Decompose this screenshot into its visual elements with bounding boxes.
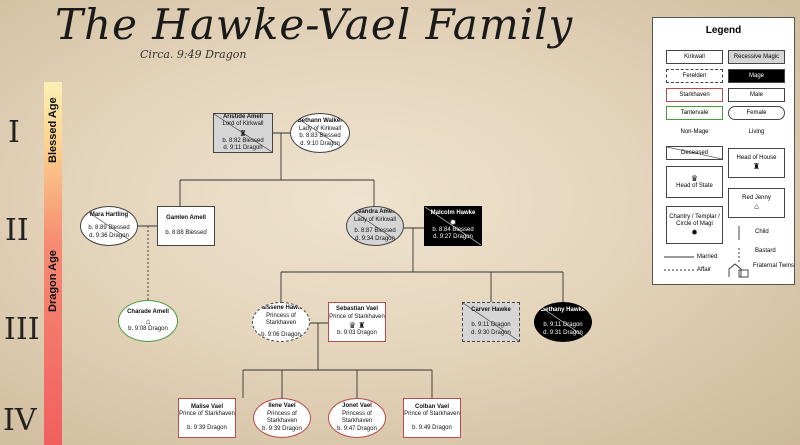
- generation-label-2: II: [5, 213, 29, 248]
- legend-kirkwall: Kirkwall: [666, 50, 723, 64]
- legend-starkhaven: Starkhaven: [666, 88, 723, 102]
- person-mara-hartling[interactable]: Mara Hartling b. 8:89 Blessed d. 9:36 Dr…: [80, 206, 138, 246]
- legend-living: Living: [728, 125, 785, 139]
- person-malise-vael[interactable]: Malise Vael Prince of Starkhaven b. 9:39…: [178, 398, 236, 438]
- crown-icon: ♛: [690, 174, 699, 183]
- legend-recessive-magic: Recessive Magic: [728, 50, 785, 64]
- legend-deceased: Deceased: [666, 146, 723, 160]
- legend-red-jenny: Red Jenny ⌂: [728, 188, 785, 218]
- page-subtitle: Circa. 9:49 Dragon: [140, 48, 247, 61]
- legend-affair: Affair: [697, 267, 711, 273]
- red-jenny-icon: ⌂: [145, 316, 151, 326]
- crown-icon: ♛: [348, 321, 356, 331]
- legend-male: Male: [728, 88, 785, 102]
- generation-label-4: IV: [3, 403, 37, 438]
- person-ilene-vael[interactable]: Ilene Vael Princess of Starkhaven b. 9:3…: [253, 398, 311, 438]
- person-aristide-amell[interactable]: Aristide Amell Lord of Kirkwall ♜ b. 8:8…: [213, 113, 273, 153]
- legend-ferelden: Ferelden: [666, 69, 723, 83]
- red-jenny-icon: ⌂: [754, 202, 759, 211]
- person-jonet-vael[interactable]: Jonet Vael Princess of Starkhaven b. 9:4…: [328, 398, 386, 438]
- person-leandra-amell[interactable]: Leandra Amell Lady of Kirkwall b. 8:87 B…: [346, 206, 404, 246]
- legend-marriage-lines: [664, 256, 694, 271]
- person-bethann-walker[interactable]: Bethann Walker Lady of Kirkwall b. 8:83 …: [290, 113, 350, 153]
- legend-female: Female: [728, 106, 785, 120]
- fraternal-twins-icon: [728, 263, 749, 278]
- legend-chantry: Chantry / Templar / Circle of Magi ✹: [666, 206, 723, 244]
- generation-label-1: I: [8, 115, 20, 150]
- person-caissene-hawke[interactable]: Caissene Hawke Princess of Starkhaven b.…: [252, 302, 310, 342]
- page-title: The Hawke-Vael Family: [55, 0, 574, 49]
- legend-head-of-state: ♛ Head of State: [666, 166, 723, 198]
- person-charade-amell[interactable]: Charade Amell ⌂ b. 9:08 Dragon: [118, 300, 178, 342]
- legend-title: Legend: [705, 25, 742, 36]
- person-bethany-hawke[interactable]: Bethany Hawke b. 9:11 Dragon d. 9:31 Dra…: [534, 302, 592, 342]
- legend-non-mage: Non-Mage: [666, 125, 723, 139]
- tower-icon: ♜: [358, 321, 366, 331]
- person-carver-hawke[interactable]: Carver Hawke b. 9:11 Dragon d. 9:30 Drag…: [462, 302, 520, 342]
- generation-label-3: III: [4, 312, 40, 347]
- legend-head-of-house: Head of House ♜: [728, 148, 785, 178]
- person-gamlen-amell[interactable]: Gamlen Amell b. 8:88 Blessed: [157, 206, 215, 246]
- age-timeline-bar: [44, 82, 62, 445]
- legend-married: Married: [697, 254, 718, 260]
- legend-child: Child: [755, 229, 769, 235]
- circle-of-magi-icon: ✹: [691, 227, 698, 237]
- person-colban-vael[interactable]: Colban Vael Prince of Starkhaven b. 9:49…: [403, 398, 461, 438]
- legend-fraternal-twins: Fraternal Twins: [753, 263, 794, 269]
- circle-of-magi-icon: ✹: [449, 217, 457, 227]
- legend-panel: Legend Kirkwall Recessive Magic Ferelden…: [652, 17, 795, 285]
- legend-line-samples: [738, 226, 740, 262]
- tower-icon: ♜: [239, 128, 247, 138]
- person-sebastian-vael[interactable]: Sebastian Vael Prince of Starkhaven ♛ ♜ …: [328, 302, 386, 342]
- tower-icon: ♜: [752, 162, 761, 171]
- legend-mage: Mage: [728, 69, 785, 83]
- person-malcolm-hawke[interactable]: Malcolm Hawke ✹ b. 8:84 Blessed d. 9:27 …: [424, 206, 482, 246]
- legend-tantervale: Tantervale: [666, 106, 723, 120]
- legend-bastard: Bastard: [755, 248, 776, 254]
